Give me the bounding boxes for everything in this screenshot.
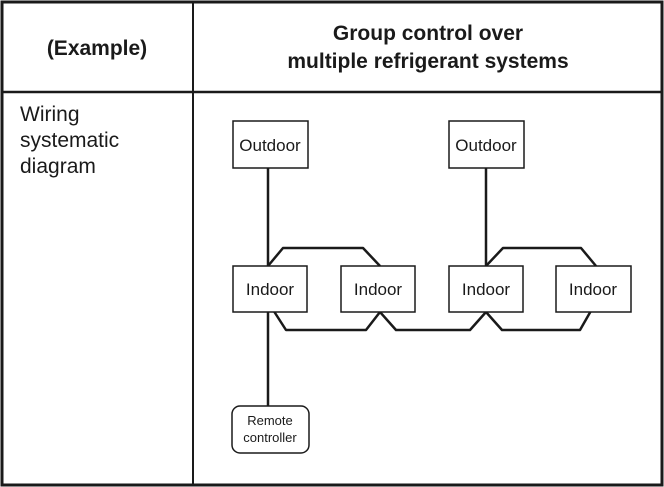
- indoor-unit-1-label: Indoor: [246, 280, 295, 299]
- indoor-unit-4-box: [555, 265, 632, 313]
- indoor-unit-1: Indoor: [232, 265, 308, 313]
- header-title-line1: Group control over: [333, 22, 523, 45]
- row-label-line1: Wiring: [20, 103, 80, 126]
- remote-controller-label-line1: Remote: [247, 413, 293, 428]
- indoor-unit-1-box: [232, 265, 308, 313]
- indoor-unit-2: Indoor: [340, 265, 416, 313]
- outdoor-unit-1-label: Outdoor: [239, 136, 301, 155]
- outdoor-unit-2: Outdoor: [448, 120, 525, 169]
- remote-controller-box: [231, 405, 310, 454]
- outdoor-unit-1-box: [232, 120, 309, 169]
- indoor-unit-3-label: Indoor: [462, 280, 511, 299]
- wiring: [266, 168, 598, 407]
- indoor-unit-4: Indoor: [555, 265, 632, 313]
- header-title-line2: multiple refrigerant systems: [287, 50, 568, 73]
- wire-group-control-bus: [266, 301, 598, 332]
- indoor-unit-3-box: [448, 265, 524, 313]
- row-label-line2: systematic: [20, 129, 119, 152]
- remote-controller-label-line2: controller: [243, 430, 297, 445]
- indoor-unit-4-label: Indoor: [569, 280, 618, 299]
- header-example: (Example): [47, 37, 147, 60]
- row-label-line3: diagram: [20, 155, 96, 178]
- indoor-unit-2-label: Indoor: [354, 280, 403, 299]
- wire-top-bus-system2: [485, 246, 597, 267]
- remote-controller: Remote controller: [231, 405, 310, 454]
- wire-top-bus-system1: [267, 246, 381, 267]
- outdoor-unit-1: Outdoor: [232, 120, 309, 169]
- indoor-unit-3: Indoor: [448, 265, 524, 313]
- indoor-unit-2-box: [340, 265, 416, 313]
- outdoor-unit-2-box: [448, 120, 525, 169]
- outdoor-unit-2-label: Outdoor: [455, 136, 517, 155]
